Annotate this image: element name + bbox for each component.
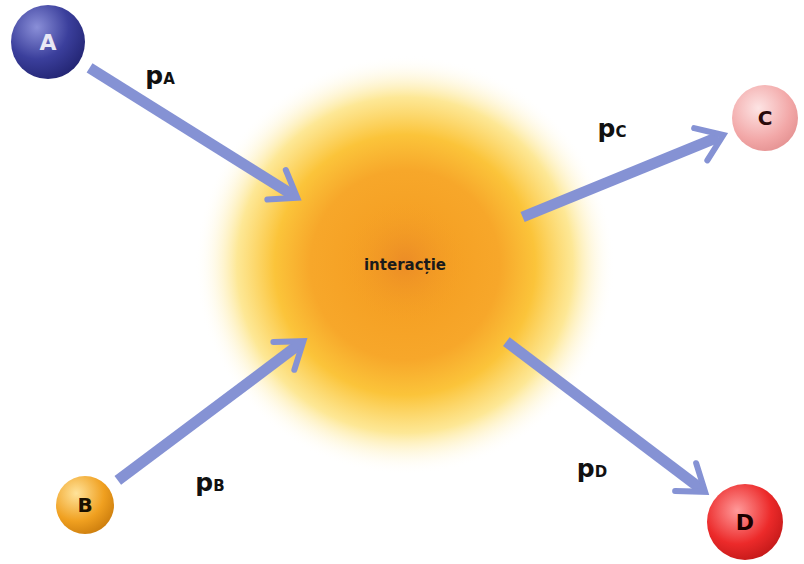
- particle-label: A: [39, 30, 56, 55]
- arrow-head: [267, 170, 297, 200]
- momentum-arrow: [118, 341, 304, 480]
- particle-d: D: [707, 484, 783, 560]
- particle-c: C: [732, 85, 798, 151]
- arrow-head: [273, 341, 303, 370]
- momentum-arrow: [90, 68, 298, 200]
- arrow-shaft: [90, 68, 293, 195]
- particle-label: interacție: [364, 256, 446, 274]
- glow-core: [345, 202, 465, 322]
- momentum-label: pA: [143, 63, 177, 88]
- momentum-arrow: [506, 342, 705, 492]
- glow-halo: [195, 55, 615, 475]
- arrow-head: [675, 463, 705, 492]
- particle-label: C: [758, 106, 773, 130]
- momentum-label: pC: [596, 116, 629, 141]
- momentum-label: pD: [575, 456, 609, 481]
- arrow-shaft: [523, 137, 719, 217]
- particle-label: B: [77, 493, 92, 517]
- particle-label: D: [736, 510, 754, 535]
- arrow-shaft: [118, 344, 300, 480]
- momentum-label: pB: [193, 470, 226, 495]
- interaction-zone: interacție: [280, 140, 530, 390]
- momentum-arrow: [523, 128, 724, 217]
- particle-b: B: [56, 476, 114, 534]
- particle-a: A: [11, 5, 85, 79]
- arrow-head: [694, 128, 723, 160]
- arrow-shaft: [506, 342, 701, 489]
